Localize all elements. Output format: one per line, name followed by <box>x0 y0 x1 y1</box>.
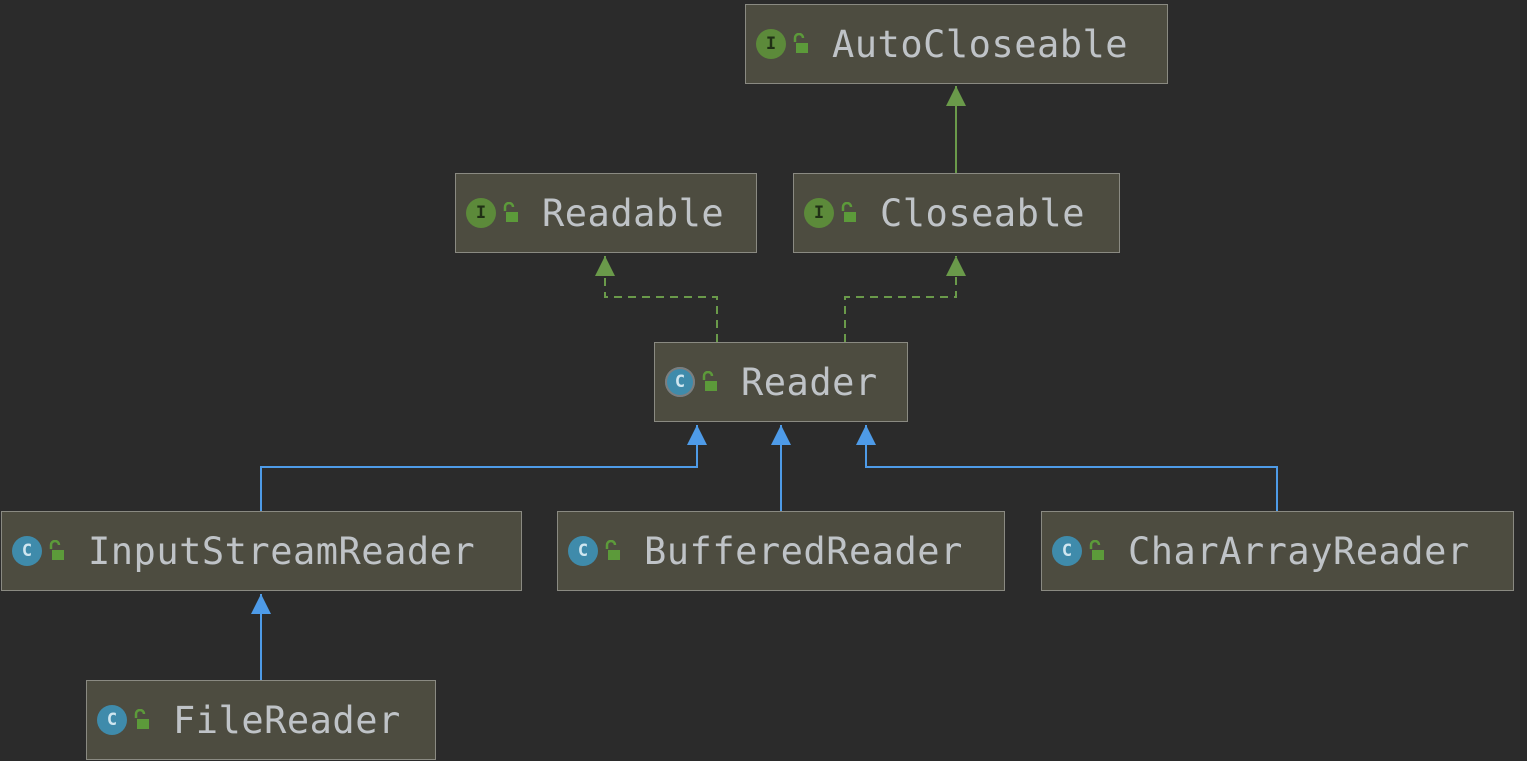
interface-icon: I <box>466 198 496 228</box>
abstract-class-icon: C <box>665 367 695 397</box>
arrowhead-closeable-to-autocloseable <box>946 86 966 106</box>
interface-icon: I <box>756 29 786 59</box>
arrowhead-filereader-to-inputstreamreader <box>251 594 271 614</box>
interface-icon: I <box>804 198 834 228</box>
node-filereader[interactable]: C FileReader <box>86 680 436 760</box>
arrowhead-reader-to-readable <box>595 256 615 276</box>
node-bufferedreader[interactable]: C BufferedReader <box>557 511 1005 591</box>
arrowhead-reader-to-closeable <box>946 256 966 276</box>
node-label: BufferedReader <box>644 529 963 573</box>
class-icon: C <box>1052 536 1082 566</box>
lock-open-icon <box>134 709 149 729</box>
lock-open-icon <box>702 371 717 391</box>
arrowhead-bufferedreader-to-reader <box>771 425 791 445</box>
node-closeable[interactable]: I Closeable <box>793 173 1120 253</box>
edge-inputstreamreader-to-reader <box>260 425 698 511</box>
node-reader[interactable]: C Reader <box>654 342 908 422</box>
node-label: Closeable <box>880 191 1085 235</box>
lock-open-icon <box>605 540 620 560</box>
arrowhead-inputstreamreader-to-reader <box>687 425 707 445</box>
node-label: InputStreamReader <box>88 529 476 573</box>
lock-open-icon <box>1089 540 1104 560</box>
node-label: AutoCloseable <box>832 22 1129 66</box>
lock-open-icon <box>49 540 64 560</box>
edge-reader-to-closeable <box>844 256 957 342</box>
node-label: Readable <box>542 191 725 235</box>
node-chararrayreader[interactable]: C CharArrayReader <box>1041 511 1514 591</box>
lock-open-icon <box>793 33 808 53</box>
node-label: CharArrayReader <box>1128 529 1470 573</box>
node-label: FileReader <box>173 698 401 742</box>
lock-open-icon <box>503 202 518 222</box>
arrowhead-chararrayreader-to-reader <box>856 425 876 445</box>
class-icon: C <box>97 705 127 735</box>
class-icon: C <box>12 536 42 566</box>
node-autocloseable[interactable]: I AutoCloseable <box>745 4 1168 84</box>
lock-open-icon <box>841 202 856 222</box>
edge-chararrayreader-to-reader <box>865 425 1278 511</box>
node-label: Reader <box>741 360 878 404</box>
class-icon: C <box>568 536 598 566</box>
node-inputstreamreader[interactable]: C InputStreamReader <box>1 511 522 591</box>
node-readable[interactable]: I Readable <box>455 173 757 253</box>
edge-reader-to-readable <box>604 256 718 342</box>
